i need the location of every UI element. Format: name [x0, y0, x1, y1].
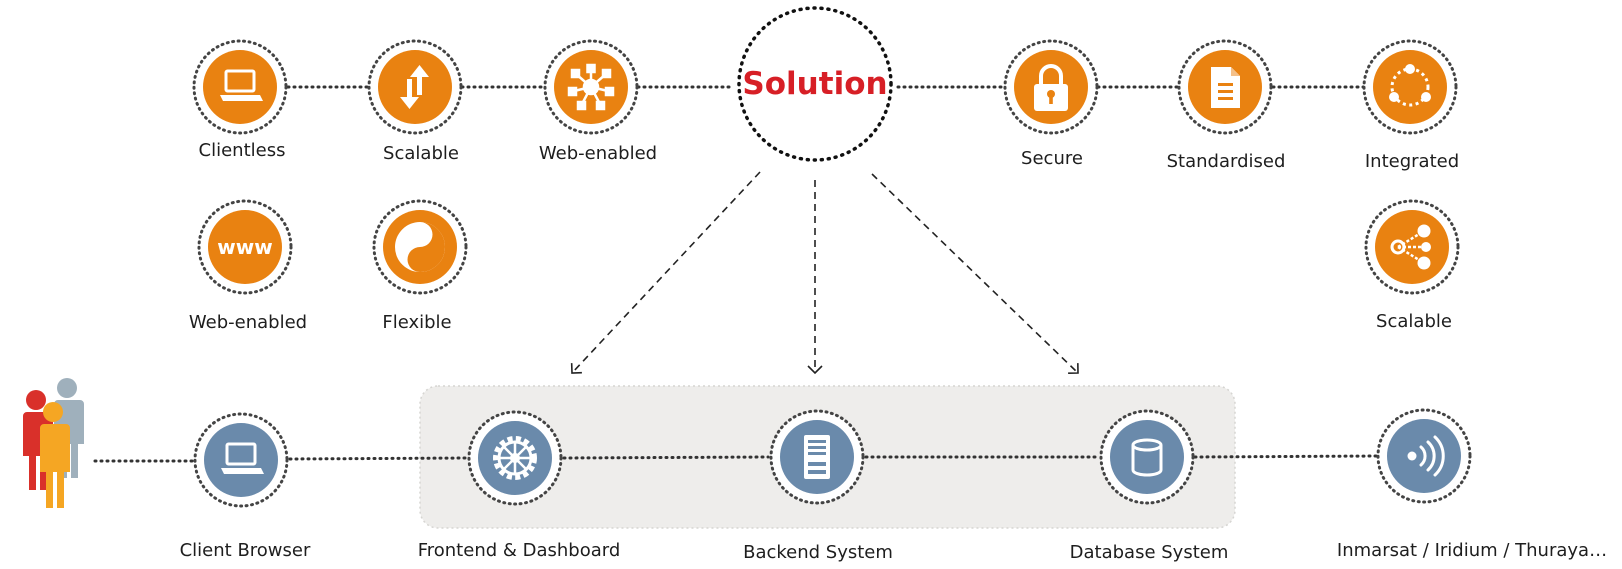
users-group-icon: [23, 378, 84, 508]
pipeline-database-system: [1099, 409, 1195, 505]
feature-label-standardised: Standardised: [1166, 151, 1286, 172]
laptop-icon: [220, 69, 263, 101]
wireless-signal-icon: [1407, 435, 1445, 477]
feature-integrated: [1362, 39, 1458, 135]
pipeline-label-database-system: Database System: [1069, 542, 1229, 563]
laptop-icon: [221, 442, 264, 474]
feature-secure: [1003, 39, 1099, 135]
pipeline-client-browser: [193, 412, 289, 508]
feature-label-clientless: Clientless: [198, 140, 286, 161]
feature-standardised: [1177, 39, 1273, 135]
pipeline-label-satellite-network: Inmarsat / Iridium / Thuraya…: [1336, 540, 1608, 561]
feature-web-enabled-www: www: [197, 199, 293, 295]
feature-clientless: [192, 39, 288, 135]
pipeline-label-frontend-dashboard: Frontend & Dashboard: [417, 540, 621, 561]
arrow-to-frontend: [570, 171, 761, 374]
document-icon: [1211, 67, 1240, 108]
solution-hub-circle: [737, 6, 893, 162]
swirl-icon: [395, 222, 445, 272]
gear-icon: [493, 436, 537, 480]
server-icon: [804, 435, 830, 479]
circular-arrows-icon: [1389, 64, 1431, 107]
pipeline-label-client-browser: Client Browser: [179, 540, 311, 561]
feature-flexible: [372, 199, 468, 295]
pipeline-label-backend-system: Backend System: [743, 542, 893, 563]
feature-scalable: [367, 39, 463, 135]
hub-arrows: [570, 171, 1079, 375]
feature-label-flexible: Flexible: [382, 312, 452, 333]
feature-label-scalable-share: Scalable: [1376, 311, 1452, 332]
database-icon: [1131, 438, 1163, 477]
feature-label-scalable: Scalable: [383, 143, 459, 164]
pipeline-satellite-network: [1376, 408, 1472, 504]
padlock-icon: [1034, 64, 1068, 111]
up-down-arrows-icon: [400, 65, 429, 109]
feature-scalable-share: [1364, 199, 1460, 295]
share-nodes-icon: [1390, 224, 1431, 270]
feature-label-integrated: Integrated: [1364, 151, 1460, 172]
pipeline-frontend-dashboard: [467, 410, 563, 506]
feature-label-web-enabled-www: Web-enabled: [188, 312, 308, 333]
pipeline-connectors: [93, 454, 1378, 463]
solution-hub-label: Solution: [742, 66, 888, 102]
feature-web-enabled-network: [543, 39, 639, 135]
arrow-to-database: [871, 173, 1079, 374]
pipeline-backend-system: [769, 409, 865, 505]
feature-label-secure: Secure: [1021, 148, 1083, 169]
network-hub-icon: [567, 63, 615, 111]
feature-label-web-enabled: Web-enabled: [538, 143, 658, 164]
www-icon: www: [217, 235, 272, 259]
